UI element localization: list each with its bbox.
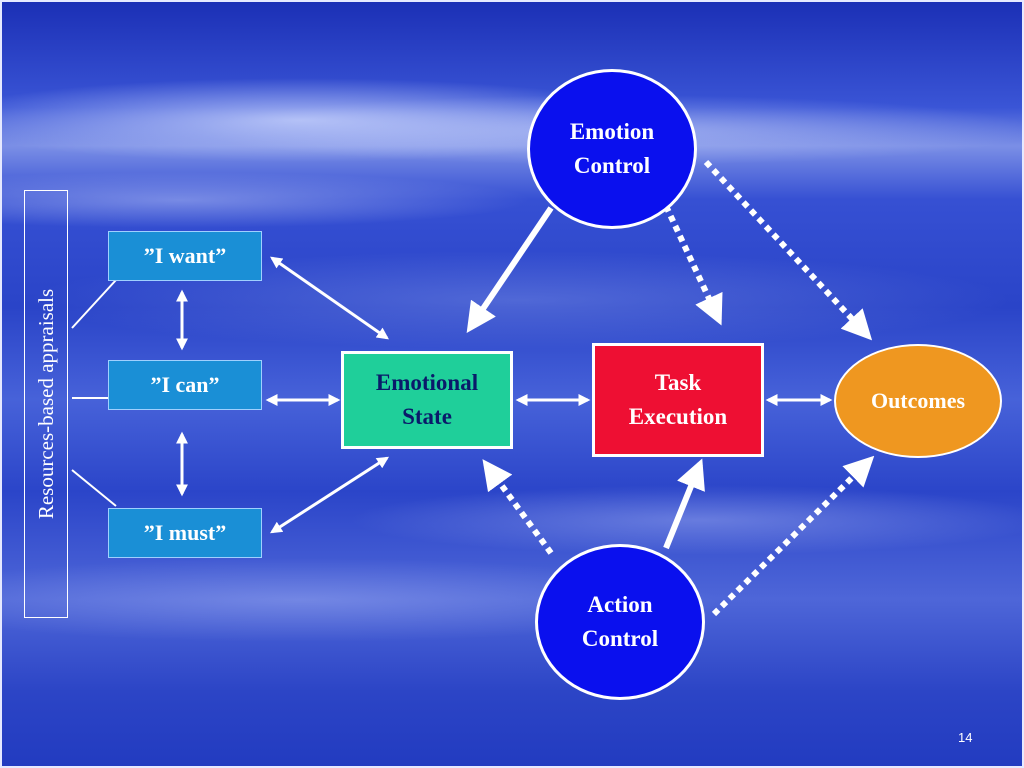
task-execution-box[interactable]: Task Execution [592, 343, 764, 457]
arrow-actioncontrol-task [663, 458, 705, 550]
page-number: 14 [958, 730, 973, 745]
arrow-actioncontrol-emotional [482, 459, 554, 555]
arrow-must-emotional [269, 456, 390, 534]
outcomes-oval[interactable]: Outcomes [834, 344, 1002, 458]
arrow-emotioncontrol-emotional [466, 206, 554, 333]
i-can-box[interactable]: ”I can” [108, 360, 262, 410]
emotional-state-box[interactable]: Emotional State [341, 351, 513, 449]
bracket-line-want [71, 279, 117, 329]
emotion-control-circle[interactable]: Emotion Control [527, 69, 697, 229]
action-control-circle[interactable]: Action Control [535, 544, 705, 700]
i-must-box[interactable]: ”I must” [108, 508, 262, 558]
bracket-line-must [71, 469, 117, 507]
side-label: Resources-based appraisals [34, 288, 58, 520]
appraisals-bracket-box [24, 190, 68, 618]
arrow-emotioncontrol-outcomes [703, 159, 873, 341]
arrow-actioncontrol-outcomes [711, 455, 875, 617]
arrow-want-emotional [270, 256, 389, 340]
arrow-emotioncontrol-task [663, 204, 723, 326]
i-want-box[interactable]: ”I want” [108, 231, 262, 281]
